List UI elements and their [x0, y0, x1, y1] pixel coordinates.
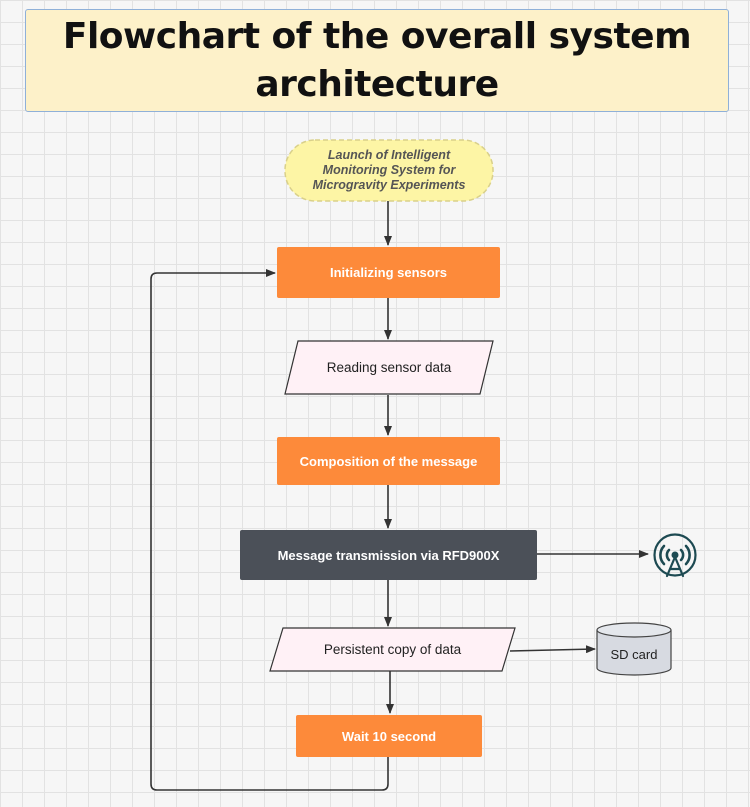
sdcard-node: SD card — [597, 640, 671, 668]
diagram-title: Flowchart of the overall system architec… — [62, 15, 692, 105]
init-node-shape — [277, 247, 500, 298]
database-cylinder-icon — [596, 622, 672, 676]
init-node-label: Initializing sensors — [329, 265, 448, 280]
edge-loop-wait-to-init — [150, 269, 389, 791]
persist-node-label: Persistent copy of data — [323, 642, 462, 657]
transmit-node-shape — [240, 530, 537, 580]
radio-tower-icon — [653, 533, 697, 578]
wait-node: Wait 10 second — [296, 715, 482, 757]
transmit-node-label: Message transmission via RFD900X — [277, 547, 500, 563]
edge-persist-to-sdcard — [509, 645, 596, 654]
start-node-shape — [284, 139, 494, 202]
compose-node: Composition of the message — [277, 437, 500, 485]
wait-node-label: Wait 10 second — [341, 728, 437, 744]
persist-node: Persistent copy of data — [270, 628, 515, 671]
compose-node-shape — [277, 437, 500, 485]
wait-node-shape — [296, 715, 482, 757]
read-node-label: Reading sensor data — [326, 360, 452, 375]
compose-node-label: Composition of the message — [299, 453, 478, 469]
diagram-title-box: Flowchart of the overall system architec… — [25, 9, 729, 112]
start-node: Launch of Intelligent Monitoring System … — [300, 140, 478, 201]
start-node-label: Launch of Intelligent Monitoring System … — [312, 148, 466, 192]
transmit-node: Message transmission via RFD900X — [240, 530, 537, 580]
init-node: Initializing sensors — [277, 247, 500, 298]
read-node: Reading sensor data — [285, 341, 493, 394]
persist-node-shape — [269, 627, 516, 672]
read-node-shape — [284, 340, 494, 395]
sdcard-node-label: SD card — [610, 646, 658, 662]
